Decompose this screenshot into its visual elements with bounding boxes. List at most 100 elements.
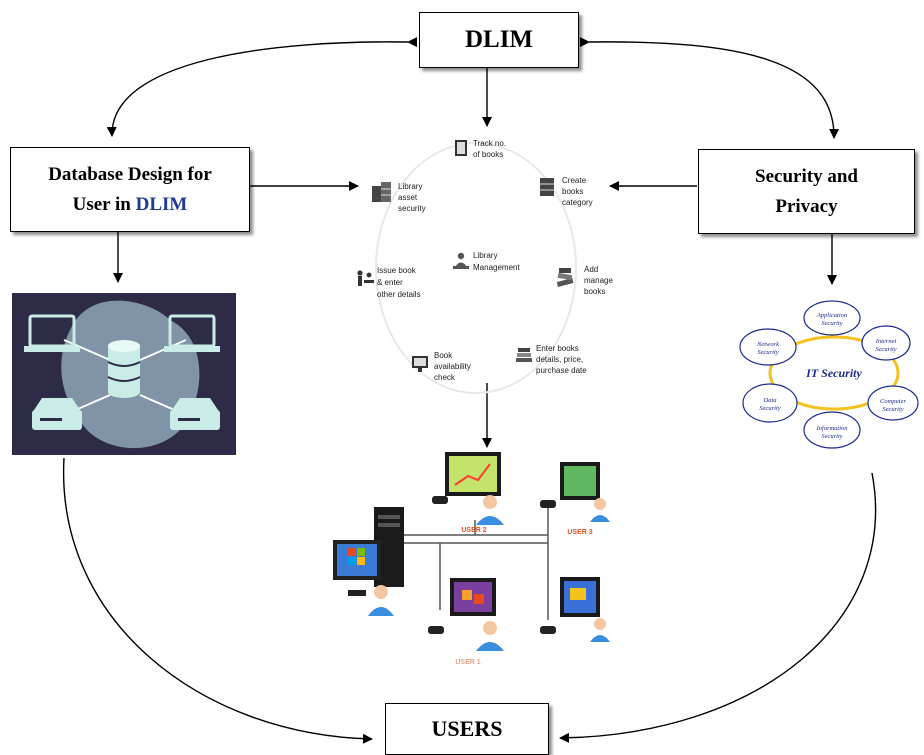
user-avatar-main-icon <box>368 585 394 616</box>
computer-main-icon <box>333 540 381 596</box>
petal-network-line-2: Security <box>757 349 778 356</box>
arrow-panel-to-users <box>62 457 373 744</box>
book-pile-icon <box>516 348 532 362</box>
node-create-line-3: category <box>562 198 593 207</box>
drive-icon-left <box>32 398 82 430</box>
petal-information-line-1: Information <box>815 425 847 432</box>
laptop-icon-left <box>24 314 80 352</box>
node-add-manage: Add manage books <box>556 265 613 296</box>
it-security-ring: IT Security Application Security Interne… <box>739 300 919 449</box>
database-cylinder-icon <box>107 340 141 398</box>
petal-computer-line-1: Computer <box>880 398 906 405</box>
petal-data-line-1: Data <box>763 397 777 404</box>
node-issue-line-2: & enter <box>377 278 403 287</box>
center-label-1: Library <box>473 251 497 260</box>
petal-network-line-1: Network <box>756 341 779 348</box>
node-issue-line-1: Issue book <box>377 266 417 275</box>
node-issue-line-3: other details <box>377 290 421 299</box>
petal-computer-line-2: Security <box>882 406 903 413</box>
petal-information-line-2: Security <box>821 433 842 440</box>
petal-data: Data Security <box>742 383 798 423</box>
node-avail-line-3: check <box>434 373 456 382</box>
arrow-dlim-to-security <box>579 37 840 139</box>
ring-yellow <box>768 335 900 411</box>
arrow-dlim-to-database <box>106 37 418 137</box>
laptop-icon-right <box>164 314 220 352</box>
database-box-line-2: User in DLIM <box>48 190 212 220</box>
user-avatar-user4-icon <box>590 618 610 642</box>
node-create-line-1: Create <box>562 176 587 185</box>
petal-internet-line-1: Internet <box>875 338 897 345</box>
dlim-box: DLIM <box>419 12 579 68</box>
database-box-line-2-accent: DLIM <box>135 193 188 215</box>
ring-center-label: IT Security <box>805 366 862 380</box>
node-create-line-2: books <box>562 187 583 196</box>
node-enter-line-1: Enter books <box>536 344 579 353</box>
connectors <box>62 37 877 744</box>
security-box-line-1: Security and <box>755 165 858 187</box>
node-issue-book: Issue book & enter other details <box>357 266 421 299</box>
node-asset-line-1: Library <box>398 182 422 191</box>
petal-application-line-2: Security <box>821 320 842 327</box>
node-asset-security: Library asset security <box>372 182 426 213</box>
user-avatar-user1-icon <box>476 621 504 651</box>
drive-icon-right <box>170 398 220 430</box>
network-cables <box>404 500 549 620</box>
label-user3: USER 3 <box>567 529 592 536</box>
database-design-box: Database Design for User in DLIM <box>10 147 250 232</box>
computer-user1-icon <box>428 578 496 634</box>
node-add-line-3: books <box>584 287 605 296</box>
petal-internet-line-2: Security <box>875 346 896 353</box>
petal-application-line-1: Application <box>816 312 847 319</box>
database-box-line-1: Database Design for <box>48 163 212 185</box>
cycle-ring <box>375 142 577 394</box>
monitor-check-icon <box>412 356 428 372</box>
security-privacy-box: Security and Privacy <box>698 149 915 234</box>
node-avail-line-1: Book <box>434 351 453 360</box>
library-cycle: Library Management Track no. of books Cr… <box>357 139 613 394</box>
people-desk-icon <box>357 270 374 286</box>
computer-user2-icon <box>432 452 501 504</box>
node-track-books: Track no. of books <box>455 139 506 159</box>
node-asset-line-2: asset <box>398 193 418 202</box>
node-track-line-1: Track no. <box>473 139 506 148</box>
user-network: USER 2 USER 3 USER 1 <box>333 452 610 666</box>
node-add-line-1: Add <box>584 265 598 274</box>
petal-data-line-2: Security <box>759 405 780 412</box>
node-enter-details: Enter books details, price, purchase dat… <box>516 344 587 375</box>
node-track-line-2: of books <box>473 150 503 159</box>
arrow-ring-to-users <box>559 472 877 743</box>
database-panel <box>12 293 236 455</box>
node-availability: Book availability check <box>412 351 471 382</box>
center-node: Library Management <box>453 251 520 272</box>
building-books-icon <box>372 182 391 202</box>
node-create-category: Create books category <box>540 176 593 207</box>
users-box: USERS <box>385 703 549 755</box>
petal-information: Information Security <box>803 411 861 449</box>
user-avatar-user2-icon <box>476 495 504 525</box>
security-box-line-2: Privacy <box>775 195 838 217</box>
node-asset-line-3: security <box>398 204 426 213</box>
users-label: USERS <box>431 716 503 741</box>
node-enter-line-3: purchase date <box>536 366 587 375</box>
node-avail-line-2: availability <box>434 362 471 371</box>
person-icon <box>453 252 469 269</box>
label-user1: USER 1 <box>455 659 480 666</box>
node-enter-line-2: details, price, <box>536 355 583 364</box>
computer-user4-icon <box>540 577 600 634</box>
center-label-2: Management <box>473 263 520 272</box>
books-stack-icon <box>556 268 574 287</box>
petal-application: Application Security <box>803 300 861 336</box>
user-avatar-user3-icon <box>590 498 610 522</box>
petal-internet: Internet Security <box>861 325 911 361</box>
book-icon <box>455 140 467 156</box>
bookshelf-icon <box>540 178 554 196</box>
dlim-label: DLIM <box>464 26 534 53</box>
petal-network: Network Security <box>739 328 797 366</box>
node-add-line-2: manage <box>584 276 613 285</box>
petal-computer: Computer Security <box>867 385 919 421</box>
computer-user3-icon <box>540 462 600 508</box>
label-user2: USER 2 <box>461 527 486 534</box>
database-box-line-2-prefix: User in <box>72 193 136 215</box>
